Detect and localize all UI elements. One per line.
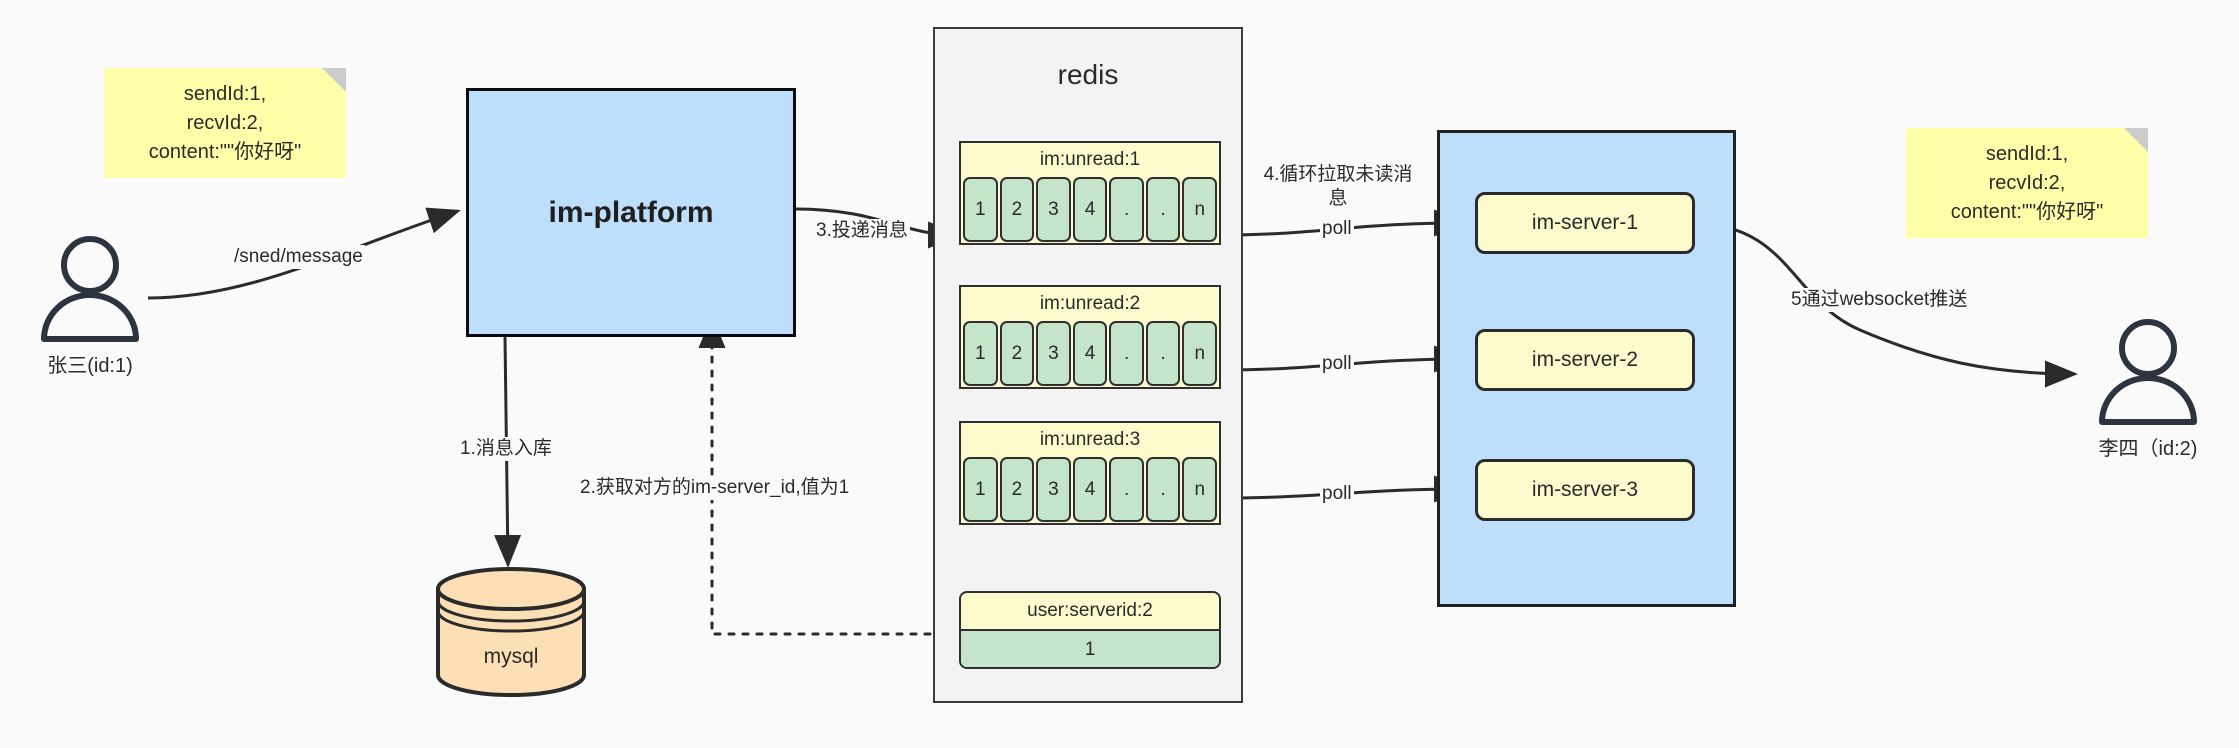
note-left: sendId:1, recvId:2, content:""你好呀" xyxy=(104,68,346,178)
edge-label-poll-2: poll xyxy=(1320,352,1354,376)
note-right-text: sendId:1, recvId:2, content:""你好呀" xyxy=(1945,140,2109,227)
actor-sender-label: 张三(id:1) xyxy=(47,355,133,377)
redis-cell: 3 xyxy=(1036,177,1071,242)
im-server-2-box[interactable]: im-server-2 xyxy=(1475,329,1695,391)
redis-list-3-cells: 1 2 3 4 . . n xyxy=(961,457,1219,523)
note-fold-corner-icon xyxy=(322,68,346,92)
im-platform-label: im-platform xyxy=(548,195,714,229)
redis-title: redis xyxy=(1057,59,1119,90)
redis-cell: . xyxy=(1109,177,1144,242)
redis-list-2-key: im:unread:2 xyxy=(1039,293,1141,314)
redis-cell: 2 xyxy=(999,321,1035,386)
redis-list-1-key: im:unread:1 xyxy=(1039,149,1141,170)
note-right-line-1: sendId:1, xyxy=(1985,142,2069,165)
edge-label-send-message: /sned/message xyxy=(232,245,365,269)
redis-cell: . xyxy=(1145,177,1181,242)
note-right-line-3: content:""你好呀" xyxy=(1950,200,2104,223)
actor-receiver-label: 李四（id:2) xyxy=(2098,438,2198,460)
redis-cell: n xyxy=(1182,321,1218,386)
note-left-text: sendId:1, recvId:2, content:""你好呀" xyxy=(143,80,307,167)
redis-list-im-unread-3[interactable]: im:unread:3 1 2 3 4 . . n xyxy=(959,421,1221,525)
redis-cell: n xyxy=(1182,177,1218,242)
actor-sender: 张三(id:1) xyxy=(30,235,150,377)
edge-label-step-3: 3.投递消息 xyxy=(814,219,910,243)
redis-cell: 3 xyxy=(1036,457,1071,522)
redis-cell: . xyxy=(1109,457,1144,522)
user-icon xyxy=(2099,319,2197,425)
redis-list-1-cells: 1 2 3 4 . . n xyxy=(961,177,1219,243)
redis-cell: 1 xyxy=(963,457,998,522)
redis-kv-value: 1 xyxy=(961,629,1219,667)
note-right-line-2: recvId:2, xyxy=(1988,171,2066,194)
note-fold-corner-icon xyxy=(2124,128,2148,152)
user-icon xyxy=(41,236,139,342)
redis-cell: 3 xyxy=(1036,321,1071,386)
redis-list-3-key: im:unread:3 xyxy=(1039,429,1141,450)
redis-list-2-cells: 1 2 3 4 . . n xyxy=(961,321,1219,387)
redis-kv-key: user:serverid:2 xyxy=(1027,600,1153,621)
redis-cell: 2 xyxy=(999,457,1035,522)
edge-label-poll-1: poll xyxy=(1320,217,1354,241)
note-right: sendId:1, recvId:2, content:""你好呀" xyxy=(1906,128,2148,238)
note-left-line-3: content:""你好呀" xyxy=(148,140,302,163)
redis-cell: . xyxy=(1145,321,1181,386)
redis-list-im-unread-2[interactable]: im:unread:2 1 2 3 4 . . n xyxy=(959,285,1221,389)
im-platform-box[interactable]: im-platform xyxy=(466,88,796,337)
redis-cell: 1 xyxy=(963,321,998,386)
edge-label-poll-3: poll xyxy=(1320,482,1354,506)
redis-cell: 4 xyxy=(1072,177,1108,242)
redis-cell: 1 xyxy=(963,177,998,242)
edge-label-step-4: 4.循环拉取未读消息 xyxy=(1258,163,1418,211)
redis-cell: . xyxy=(1145,457,1181,522)
mysql-label: mysql xyxy=(483,645,539,668)
mysql-database[interactable]: mysql xyxy=(432,567,590,697)
im-server-3-label: im-server-3 xyxy=(1531,478,1639,501)
im-server-2-label: im-server-2 xyxy=(1531,348,1639,371)
redis-list-im-unread-1[interactable]: im:unread:1 1 2 3 4 . . n xyxy=(959,141,1221,245)
actor-receiver: 李四（id:2) xyxy=(2088,318,2208,460)
database-cylinder-icon xyxy=(436,567,586,697)
redis-cell: n xyxy=(1182,457,1218,522)
redis-cell: . xyxy=(1109,321,1144,386)
redis-kv-user-serverid[interactable]: user:serverid:2 1 xyxy=(959,591,1221,669)
note-left-line-1: sendId:1, xyxy=(183,82,267,105)
edge-label-step-2: 2.获取对方的im-server_id,值为1 xyxy=(578,476,852,500)
im-server-3-box[interactable]: im-server-3 xyxy=(1475,459,1695,521)
redis-cell: 4 xyxy=(1072,457,1108,522)
redis-cell: 2 xyxy=(999,177,1035,242)
redis-cell: 4 xyxy=(1072,321,1108,386)
note-left-line-2: recvId:2, xyxy=(186,111,264,134)
im-server-1-box[interactable]: im-server-1 xyxy=(1475,192,1695,254)
edge-label-step-1: 1.消息入库 xyxy=(458,437,554,461)
edge-label-step-5: 5通过websocket推送 xyxy=(1789,288,1970,312)
im-server-1-label: im-server-1 xyxy=(1531,211,1639,234)
